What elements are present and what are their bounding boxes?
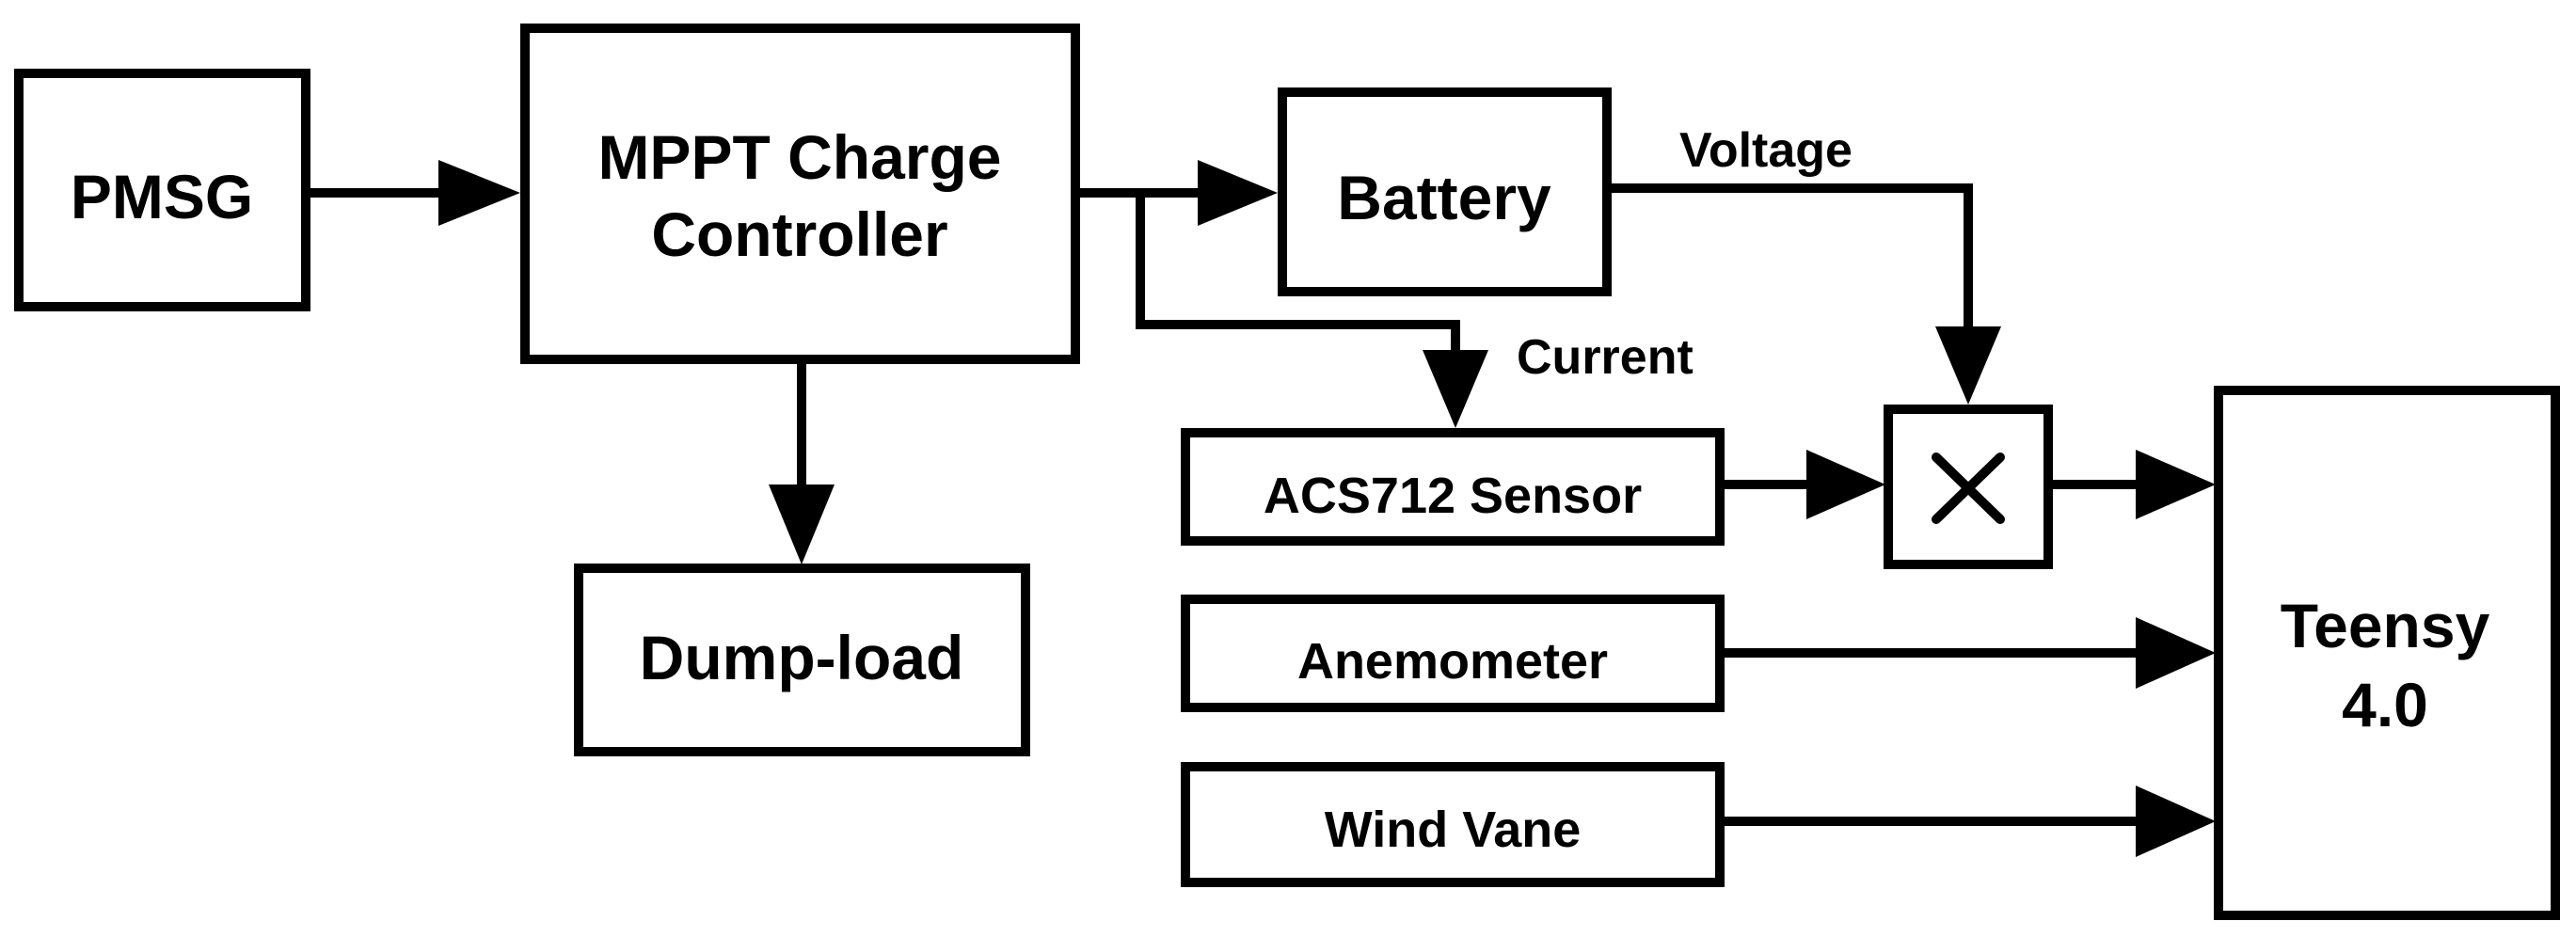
acs712-sensor-block: ACS712 Sensor bbox=[1181, 428, 1725, 546]
mppt-label-line2: Controller bbox=[651, 199, 947, 269]
voltage-signal-label: Voltage bbox=[1679, 123, 1852, 178]
teensy-label-line1: Teensy bbox=[2281, 591, 2490, 660]
dump-load-label: Dump-load bbox=[640, 623, 964, 692]
mppt-label-line1: MPPT Charge bbox=[597, 122, 1001, 192]
arrow-multiplier-to-teensy bbox=[2048, 450, 2216, 519]
arrow-battery-to-multiplier bbox=[1607, 183, 2001, 405]
pmsg-label: PMSG bbox=[71, 162, 253, 231]
dump-load-block: Dump-load bbox=[574, 564, 1030, 756]
anemometer-block: Anemometer bbox=[1181, 595, 1725, 712]
wind-vane-label: Wind Vane bbox=[1325, 802, 1582, 858]
pmsg-block: PMSG bbox=[14, 69, 310, 311]
arrow-anemometer-to-teensy bbox=[1720, 617, 2216, 689]
current-signal-label: Current bbox=[1517, 330, 1693, 385]
wind-vane-block: Wind Vane bbox=[1181, 762, 1725, 887]
anemometer-label: Anemometer bbox=[1297, 633, 1608, 690]
battery-label: Battery bbox=[1337, 163, 1551, 232]
acs712-label: ACS712 Sensor bbox=[1264, 468, 1642, 524]
multiplier-block bbox=[1884, 405, 2053, 569]
arrow-mppt-to-battery bbox=[1075, 160, 1278, 226]
arrow-pmsg-to-mppt bbox=[306, 160, 520, 226]
battery-block: Battery bbox=[1278, 87, 1612, 296]
arrow-branch-to-acs712 bbox=[1136, 193, 1488, 428]
arrow-acs712-to-multiplier bbox=[1720, 450, 1885, 519]
arrow-mppt-to-dump-load bbox=[769, 359, 835, 564]
mppt-charge-controller-block: MPPT Charge Controller bbox=[520, 24, 1080, 364]
teensy-label-line2: 4.0 bbox=[2342, 670, 2428, 739]
arrow-wind-vane-to-teensy bbox=[1720, 786, 2216, 857]
teensy-block: Teensy 4.0 bbox=[2214, 386, 2560, 920]
